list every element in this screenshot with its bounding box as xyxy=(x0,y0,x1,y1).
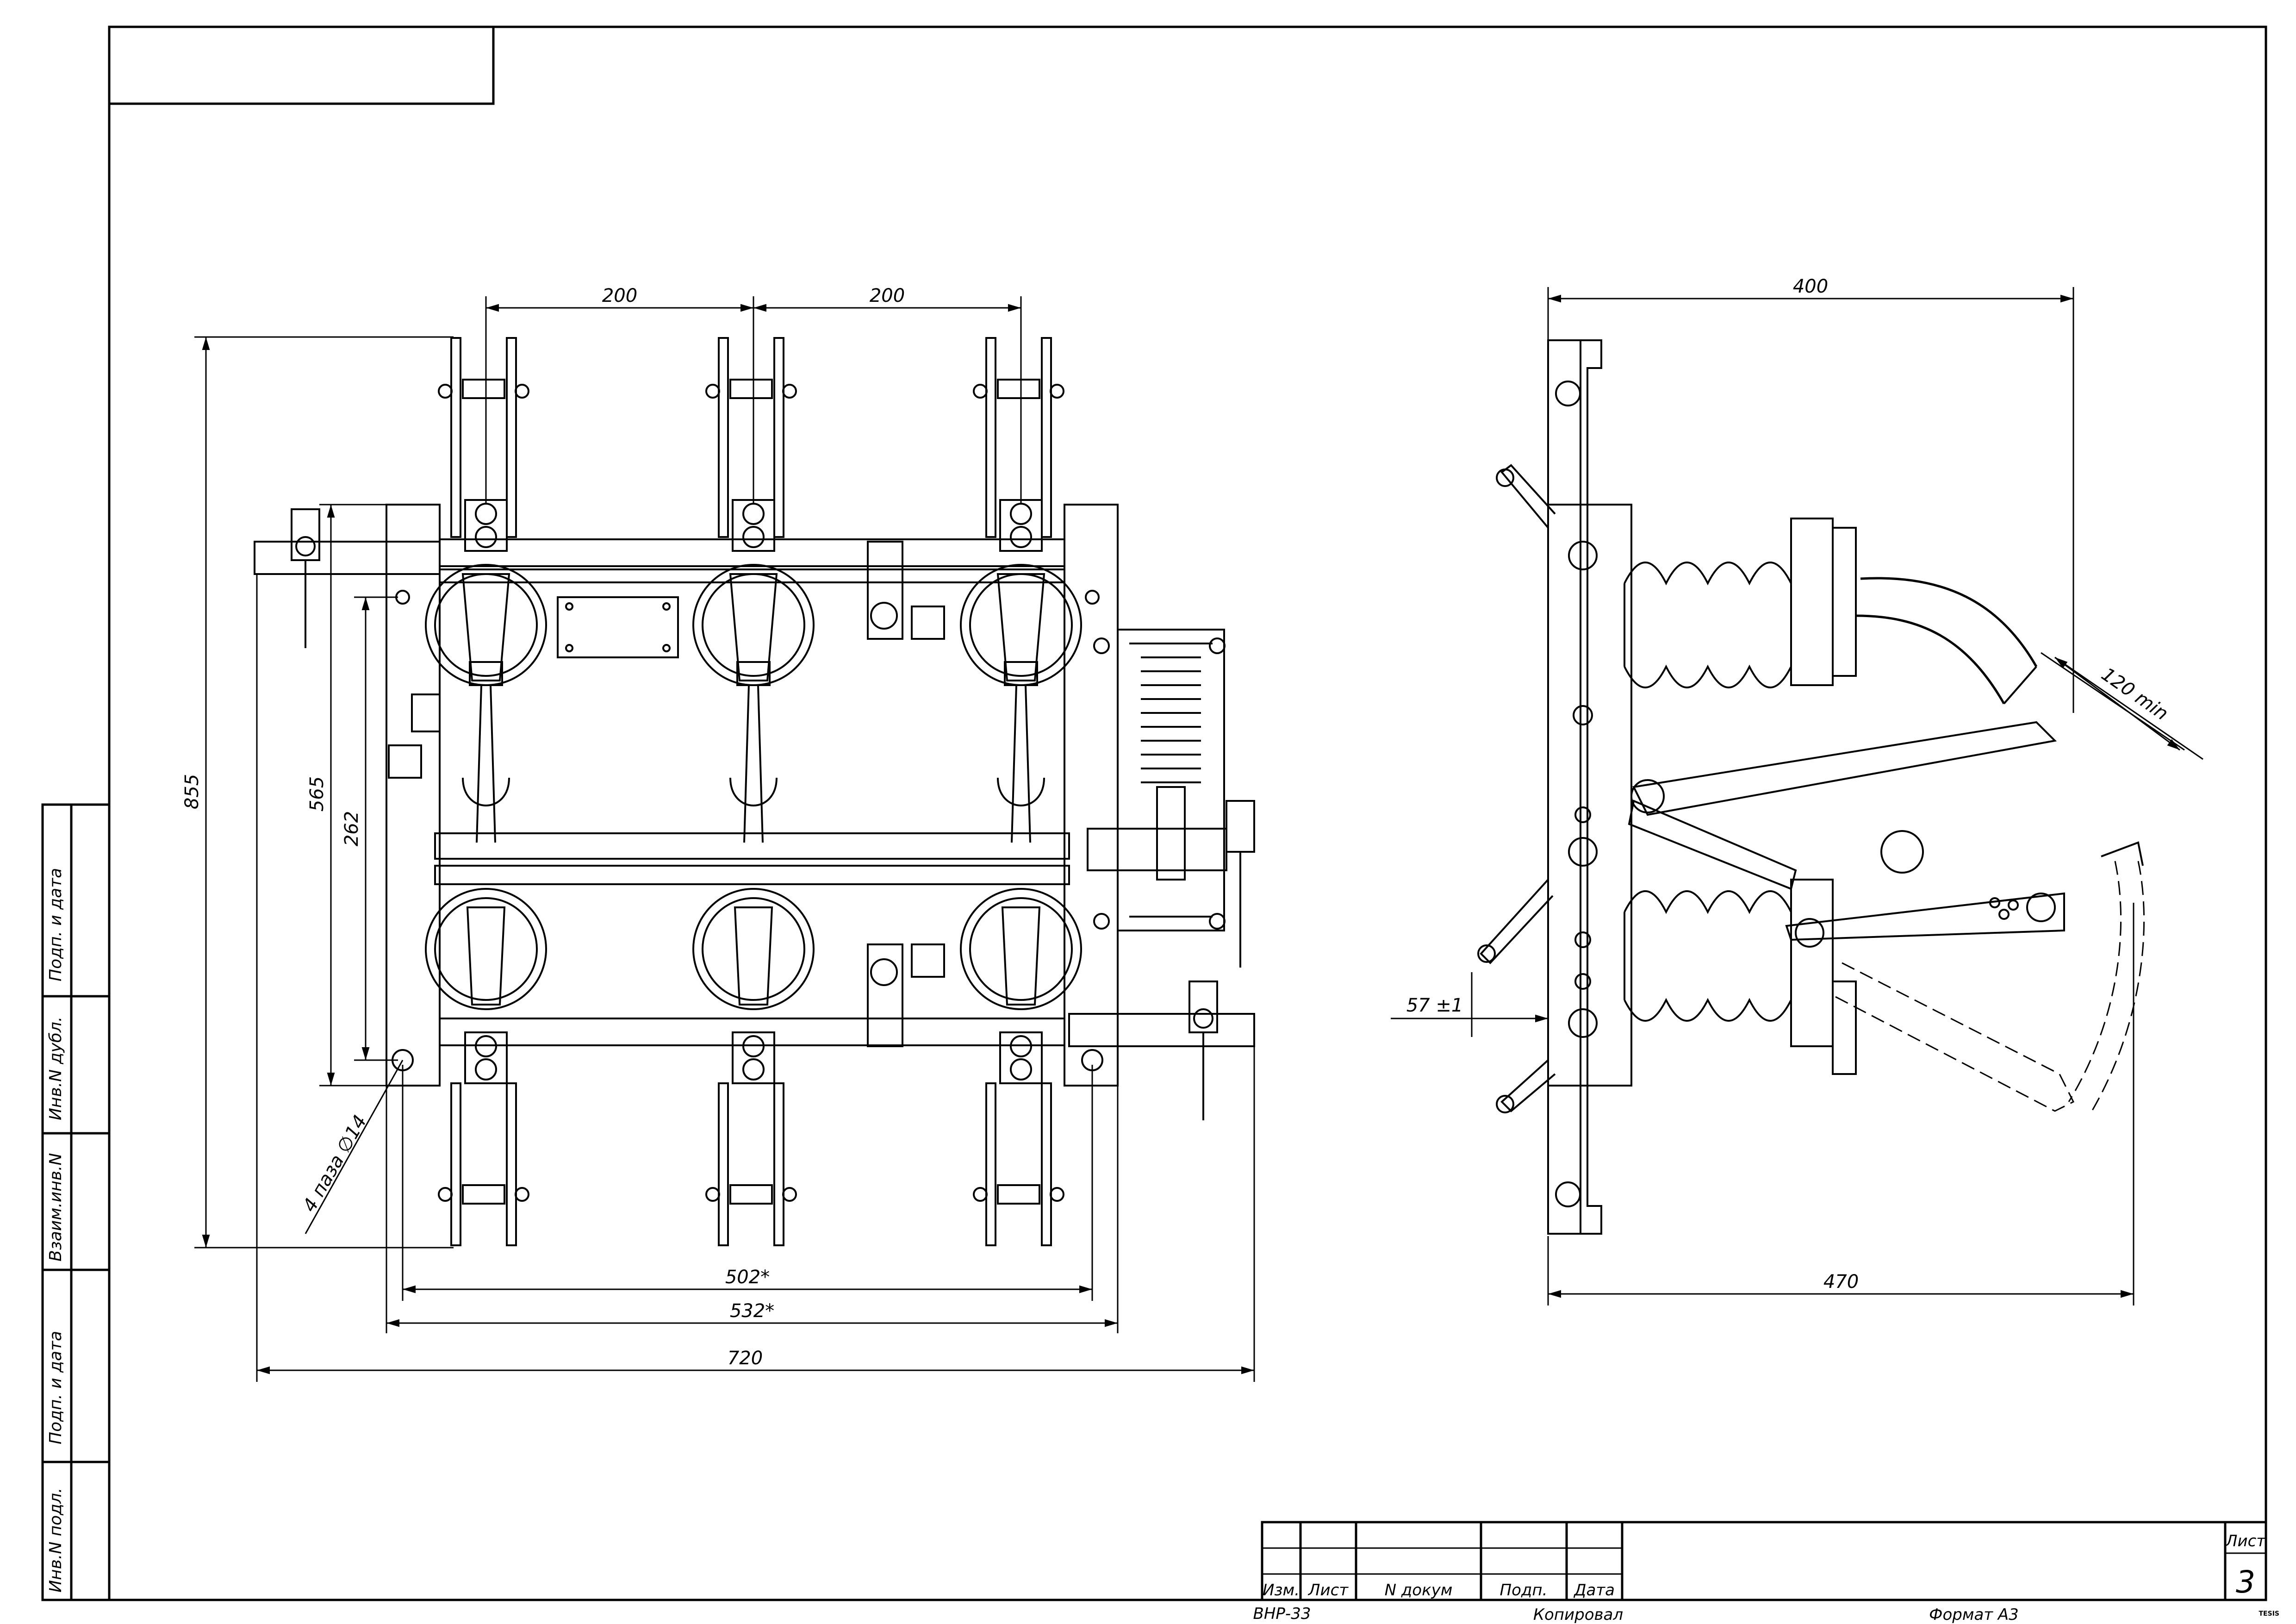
drawing-frame xyxy=(108,25,2267,1601)
stamp-vzaim-inv: Взаим.инв.N xyxy=(46,1153,65,1262)
dim-inner-height: 262 xyxy=(341,811,362,846)
tb-col-list: Лист xyxy=(1307,1581,1349,1599)
tb-brand: TESIS xyxy=(2259,1610,2280,1618)
dim-mount-width-2: 532* xyxy=(730,1300,774,1322)
top-left-stamp-box xyxy=(108,25,495,105)
tb-col-doc: N докум xyxy=(1385,1581,1453,1599)
stamp-inv-dubl: Инв.N дубл. xyxy=(46,1017,65,1120)
dim-offset: 57 ±1 xyxy=(1406,995,1463,1016)
upper-insulator xyxy=(1624,518,1857,688)
grounding-stud-right xyxy=(1188,800,1255,1120)
contact-lever xyxy=(1785,892,2065,941)
tb-format: Формат А3 xyxy=(1929,1605,2019,1624)
grounding-stud-left xyxy=(291,508,320,648)
title-block xyxy=(1261,1521,2267,1601)
tb-col-date: Дата xyxy=(1573,1581,1615,1599)
open-position-blade xyxy=(1832,861,2145,1112)
left-frame-plate xyxy=(386,504,441,1087)
front-view xyxy=(254,337,1255,1246)
side-dimensions xyxy=(1391,287,2203,1305)
tb-sheet-number: 3 xyxy=(2236,1564,2255,1600)
blade-arm xyxy=(1632,721,2057,816)
front-dimensions xyxy=(194,296,1255,1382)
side-channel xyxy=(1547,339,1581,1235)
shaft-lower xyxy=(434,865,1070,885)
tb-designation: ВНР-33 xyxy=(1253,1605,1311,1623)
stamp-sign-date-1: Подп. и дата xyxy=(46,868,65,981)
nameplate xyxy=(557,596,679,658)
dim-mount-width-1: 502* xyxy=(725,1267,770,1288)
tb-copied: Копировал xyxy=(1533,1605,1623,1624)
right-shaft-extension xyxy=(1068,1013,1255,1047)
tb-col-izm: Изм. xyxy=(1263,1581,1300,1599)
dim-top-width: 400 xyxy=(1793,276,1828,297)
lower-insulator xyxy=(1624,879,1857,1075)
dim-pole-spacing-2: 200 xyxy=(870,285,905,306)
left-shaft-extension xyxy=(254,541,441,575)
bottom-bar xyxy=(439,1018,1065,1046)
pole-3 xyxy=(960,337,1082,1246)
spring-mechanism xyxy=(1087,629,1227,931)
pole-2 xyxy=(692,337,815,1246)
side-stamp-column xyxy=(41,803,111,1601)
dim-total-height: 855 xyxy=(181,774,203,809)
shaft-upper xyxy=(434,832,1070,860)
dim-bottom-width: 470 xyxy=(1823,1271,1859,1293)
stamp-sign-date-2: Подп. и дата xyxy=(46,1331,65,1444)
dim-pole-spacing-1: 200 xyxy=(602,285,637,306)
stamp-inv-podl: Инв.N подл. xyxy=(46,1488,65,1593)
tb-sheet-label: Лист xyxy=(2225,1532,2266,1550)
side-view xyxy=(1477,339,2145,1235)
top-bar xyxy=(439,538,1065,567)
dim-mount-slots: 4 паза ∅14 xyxy=(299,1112,371,1216)
dim-overall-width: 720 xyxy=(728,1348,763,1369)
pole-1 xyxy=(425,337,547,1246)
tb-col-sign: Подп. xyxy=(1500,1581,1548,1599)
dim-mount-height: 565 xyxy=(306,776,328,812)
